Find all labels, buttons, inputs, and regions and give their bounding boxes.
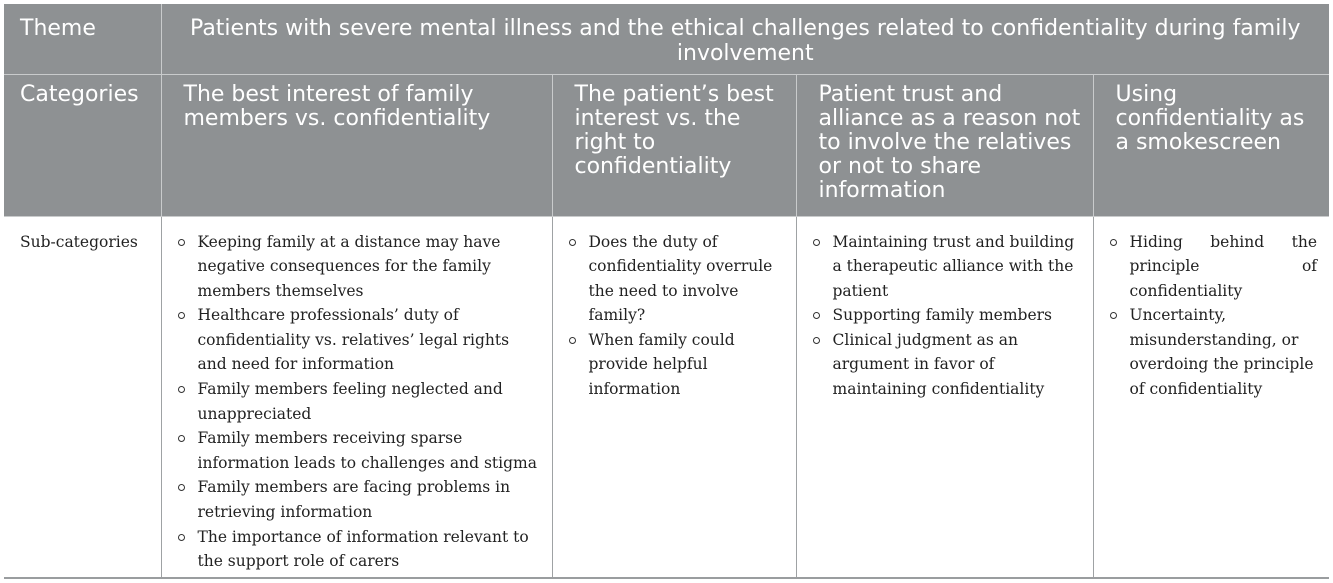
subcategory-column-3: Maintaining trust and building a therape… [796,216,1094,579]
findings-table: Theme Patients with severe mental illnes… [4,4,1330,579]
list-item: Family members are facing problems in re… [177,475,540,524]
list-item: Keeping family at a distance may have ne… [177,230,540,304]
list-item: The importance of information relevant t… [177,525,540,574]
list-item: When family could provide helpful inform… [568,328,784,402]
subcategory-column-2: Does the duty of confidentiality overrul… [552,216,797,579]
category-3: Patient trust and alliance as a reason n… [796,74,1094,217]
list-item: Does the duty of confidentiality overrul… [568,230,784,328]
category-1: The best interest of family members vs. … [161,74,553,217]
category-2: The patient’s best interest vs. the righ… [552,74,797,217]
category-4: Using confidentiality as a smokescreen [1093,74,1330,217]
subcategories-row: Sub-categories Keeping family at a dista… [4,216,1330,579]
theme-title: Patients with severe mental illness and … [161,4,1330,75]
theme-row: Theme Patients with severe mental illnes… [4,4,1330,75]
list-item: Maintaining trust and building a therape… [812,230,1081,304]
categories-label: Categories [4,74,162,217]
subcategory-column-1: Keeping family at a distance may have ne… [161,216,553,579]
subcategory-list-4: Hiding behind the principle of confident… [1109,230,1318,402]
list-item: Supporting family members [812,303,1081,328]
subcategory-list-1: Keeping family at a distance may have ne… [177,230,540,574]
subcategory-column-4: Hiding behind the principle of confident… [1093,216,1330,579]
list-item: Uncertainty, misunderstanding, or overdo… [1109,303,1318,401]
list-item: Family members receiving sparse informat… [177,426,540,475]
subcategory-list-2: Does the duty of confidentiality overrul… [568,230,784,402]
subcategory-list-3: Maintaining trust and building a therape… [812,230,1081,402]
subcategories-label: Sub-categories [4,216,162,579]
list-item: Family members feeling neglected and una… [177,377,540,426]
theme-label: Theme [4,4,162,75]
list-item: Hiding behind the principle of confident… [1109,230,1317,304]
list-item: Healthcare professionals’ duty of confid… [177,303,540,377]
list-item: Clinical judgment as an argument in favo… [812,328,1081,402]
categories-row: Categories The best interest of family m… [4,74,1330,217]
